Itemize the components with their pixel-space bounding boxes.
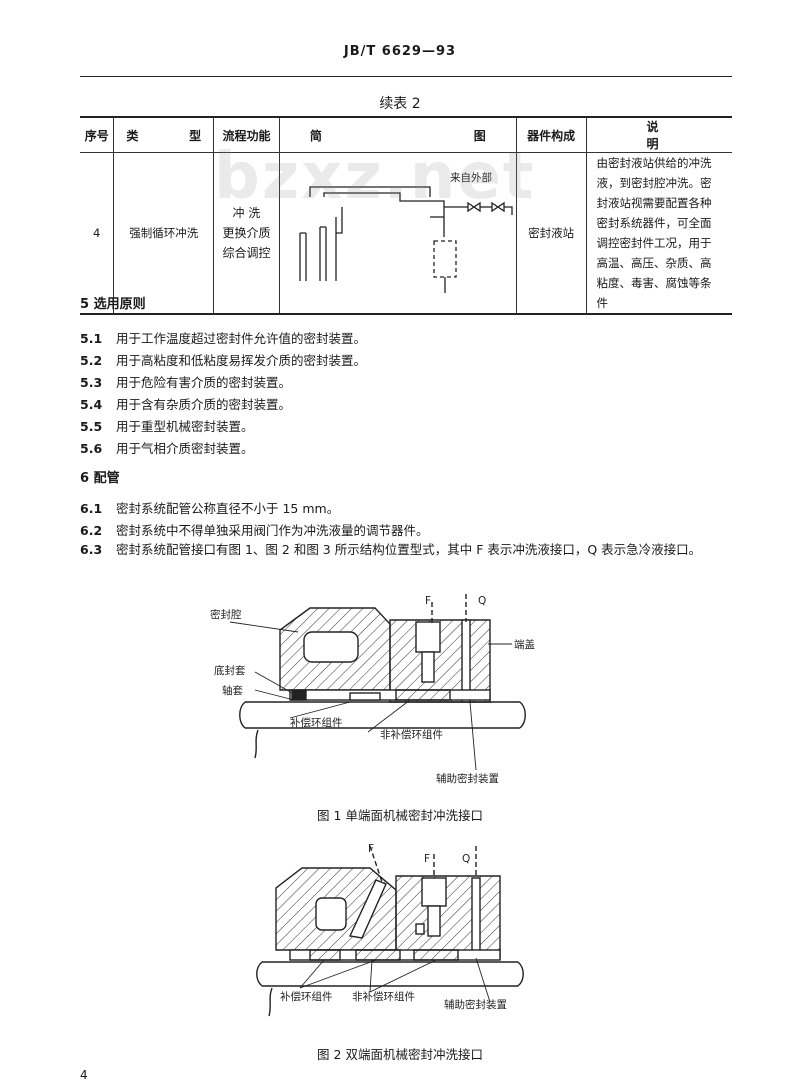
- figure-2-drawing: F F Q 补偿环组件 非补偿环组件 辅助密封装置: [256, 843, 524, 1017]
- col-header-no: 序号: [80, 116, 115, 153]
- fig1-label-seal-chamber: 密封腔: [210, 608, 242, 621]
- col-header-diagram: 简 图: [278, 116, 517, 153]
- fig1-label-F: F: [425, 595, 431, 607]
- col-header-description: 说 明: [585, 116, 732, 153]
- figure-2-caption: 图 2 双端面机械密封冲洗接口: [317, 1047, 483, 1062]
- flush-loop-schematic: 来自外部: [299, 171, 513, 293]
- table-row: 4 强制循环冲洗 冲 洗 更换介质 综合调控: [80, 152, 732, 315]
- col-header-type: 类 型: [113, 116, 215, 153]
- function-line: 综合调控: [222, 246, 271, 260]
- fig1-label-comp-ring: 补偿环组件: [290, 716, 343, 729]
- fig1-label-Q: Q: [478, 595, 486, 607]
- diagram-label-external: 来自外部: [450, 171, 492, 184]
- fig1-label-aux-seal: 辅助密封装置: [436, 772, 499, 785]
- fig1-label-end-cover: 端盖: [514, 638, 535, 651]
- function-line: 冲 洗: [232, 206, 261, 220]
- fig1-label-shaft-sleeve: 轴套: [222, 684, 243, 697]
- section-5-title: 5 选用原则: [80, 297, 146, 312]
- fig2-label-F2: F: [424, 853, 430, 865]
- cell-function: 冲 洗 更换介质 综合调控: [213, 152, 280, 315]
- fig2-label-F1: F: [368, 843, 374, 855]
- figure-1-caption: 图 1 单端面机械密封冲洗接口: [317, 808, 483, 823]
- section-6-title: 6 配管: [80, 471, 120, 486]
- cell-components: 密封液站: [515, 152, 587, 315]
- fig2-label-aux-seal: 辅助密封装置: [444, 998, 507, 1011]
- page-number: 4: [80, 1068, 88, 1082]
- function-line: 更换介质: [222, 226, 271, 240]
- document-header: JB/T 6629—93: [343, 44, 457, 59]
- header-rule: [80, 76, 732, 77]
- cell-description: 由密封液站供给的冲洗液，到密封腔冲洗。密封液站视需要配置各种密封系统器件，可全面…: [585, 152, 732, 315]
- fig1-label-bottom-sleeve: 底封套: [214, 664, 246, 677]
- cell-diagram: 来自外部: [278, 152, 517, 315]
- fig2-label-noncomp-ring: 非补偿环组件: [352, 990, 415, 1003]
- fig1-label-noncomp-ring: 非补偿环组件: [380, 728, 443, 741]
- fig2-label-Q: Q: [462, 853, 470, 865]
- cell-no: 4: [80, 152, 115, 315]
- watermark: bzxz.net: [214, 140, 536, 214]
- fig2-label-comp-ring: 补偿环组件: [280, 990, 333, 1003]
- table-title: 续表 2: [379, 96, 421, 112]
- figure-1-drawing: F Q 密封腔 端盖 底封套 轴套 补偿环组件 非补偿环组件 辅助密封装置: [210, 594, 535, 785]
- continuation-table: 序号 类 型 流程功能 简 图 器件构成 说 明 4 强制循环冲洗 冲 洗 更换…: [80, 116, 732, 315]
- cell-type: 强制循环冲洗: [113, 152, 215, 315]
